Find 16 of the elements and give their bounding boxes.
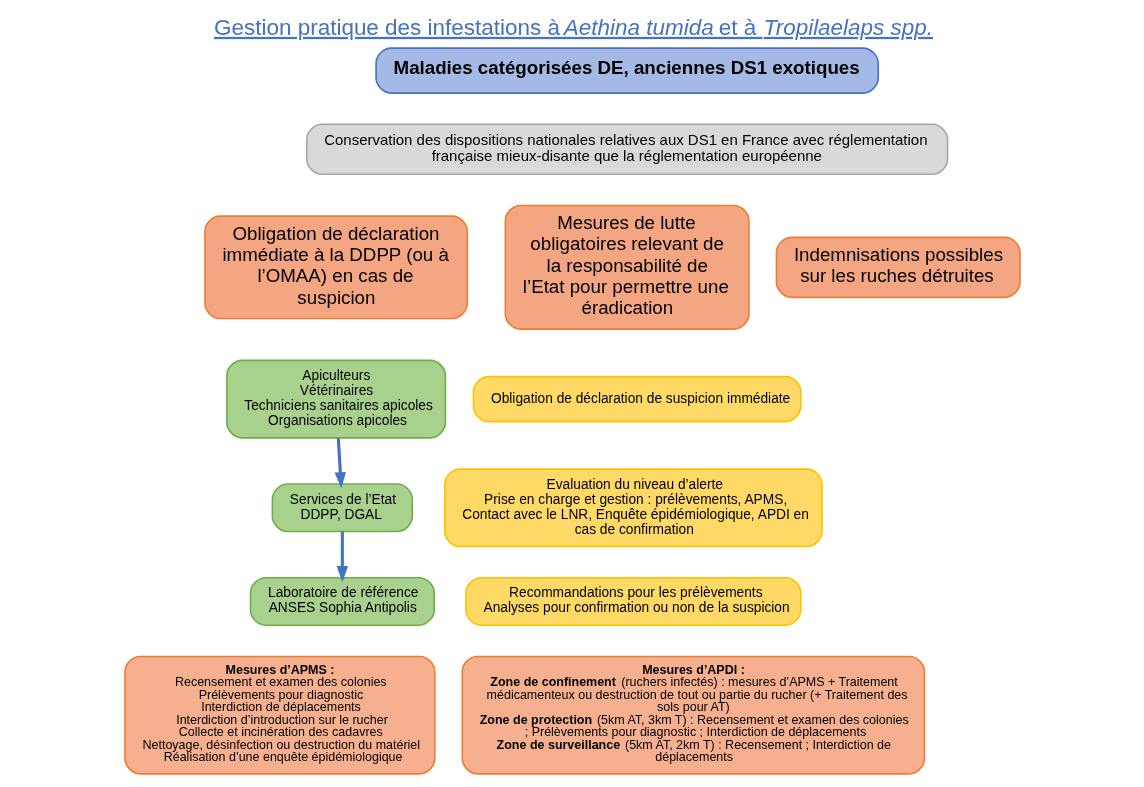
node-box: Conservation des dispositions nationales relatives aux DS1 en France avec réglementation française mieux-disante que la réglementation européenne xyxy=(305,123,948,176)
node-box: Evaluation du niveau d’alerte Prise en charge et gestion : prélèvements, APMS, Contact avec le LNR, Enquête épidémiologique, APDI en cas de confirmation xyxy=(443,468,823,548)
arrow xyxy=(336,531,348,583)
diagram-title: Gestion pratique des infestations à Aethina tumida et à Tropilaelaps spp. xyxy=(213,14,933,40)
node-box: Mesures d’APDI : Zone de confinement (ruchers infectés) : mesures d’APMS + Traitement médicamenteux ou destruction de tout ou partie du rucher (+ Traitement des sols pour AT) Zone de protection (5km AT, 3km T) : Recensement et examen des colonies ; Prélèvements pour diagnostic ; Interdiction de déplacements Zone de surveillance (5km AT, 2km T) : Recensement ; Interdiction de déplacements xyxy=(460,655,925,775)
node-box: Maladies catégorisées DE, anciennes DS1 exotiques xyxy=(374,47,879,94)
node-box: Obligation de déclaration immédiate à la DDPP (ou à l’OMAA) en cas de suspicion xyxy=(203,215,468,320)
node-box: Obligation de déclaration de suspicion immédiate xyxy=(472,375,802,423)
node-box: Services de l’Etat DDPP, DGAL xyxy=(271,483,413,533)
arrow xyxy=(334,438,346,489)
node-box: Apiculteurs Vétérinaires Techniciens sanitaires apicoles Organisations apicoles xyxy=(225,359,446,439)
node-box: Indemnisations possibles sur les ruches détruites xyxy=(775,236,1021,299)
node-box: Mesures d’APMS : Recensement et examen des colonies Prélèvements pour diagnostic Interdiction de déplacements Interdiction d’introduction sur le rucher Collecte et incinération des cadavres Nettoyage, désinfection ou destruction du matériel Réalisation d’une enquête épidémiologique xyxy=(123,655,436,775)
node-box: Laboratoire de référence ANSES Sophia Antipolis xyxy=(249,576,435,626)
node-box: Mesures de lutte obligatoires relevant de la responsabilité de l’Etat pour permettre une éradication xyxy=(504,204,750,330)
node-box: Recommandations pour les prélèvements Analyses pour confirmation ou non de la suspicion xyxy=(464,576,802,626)
